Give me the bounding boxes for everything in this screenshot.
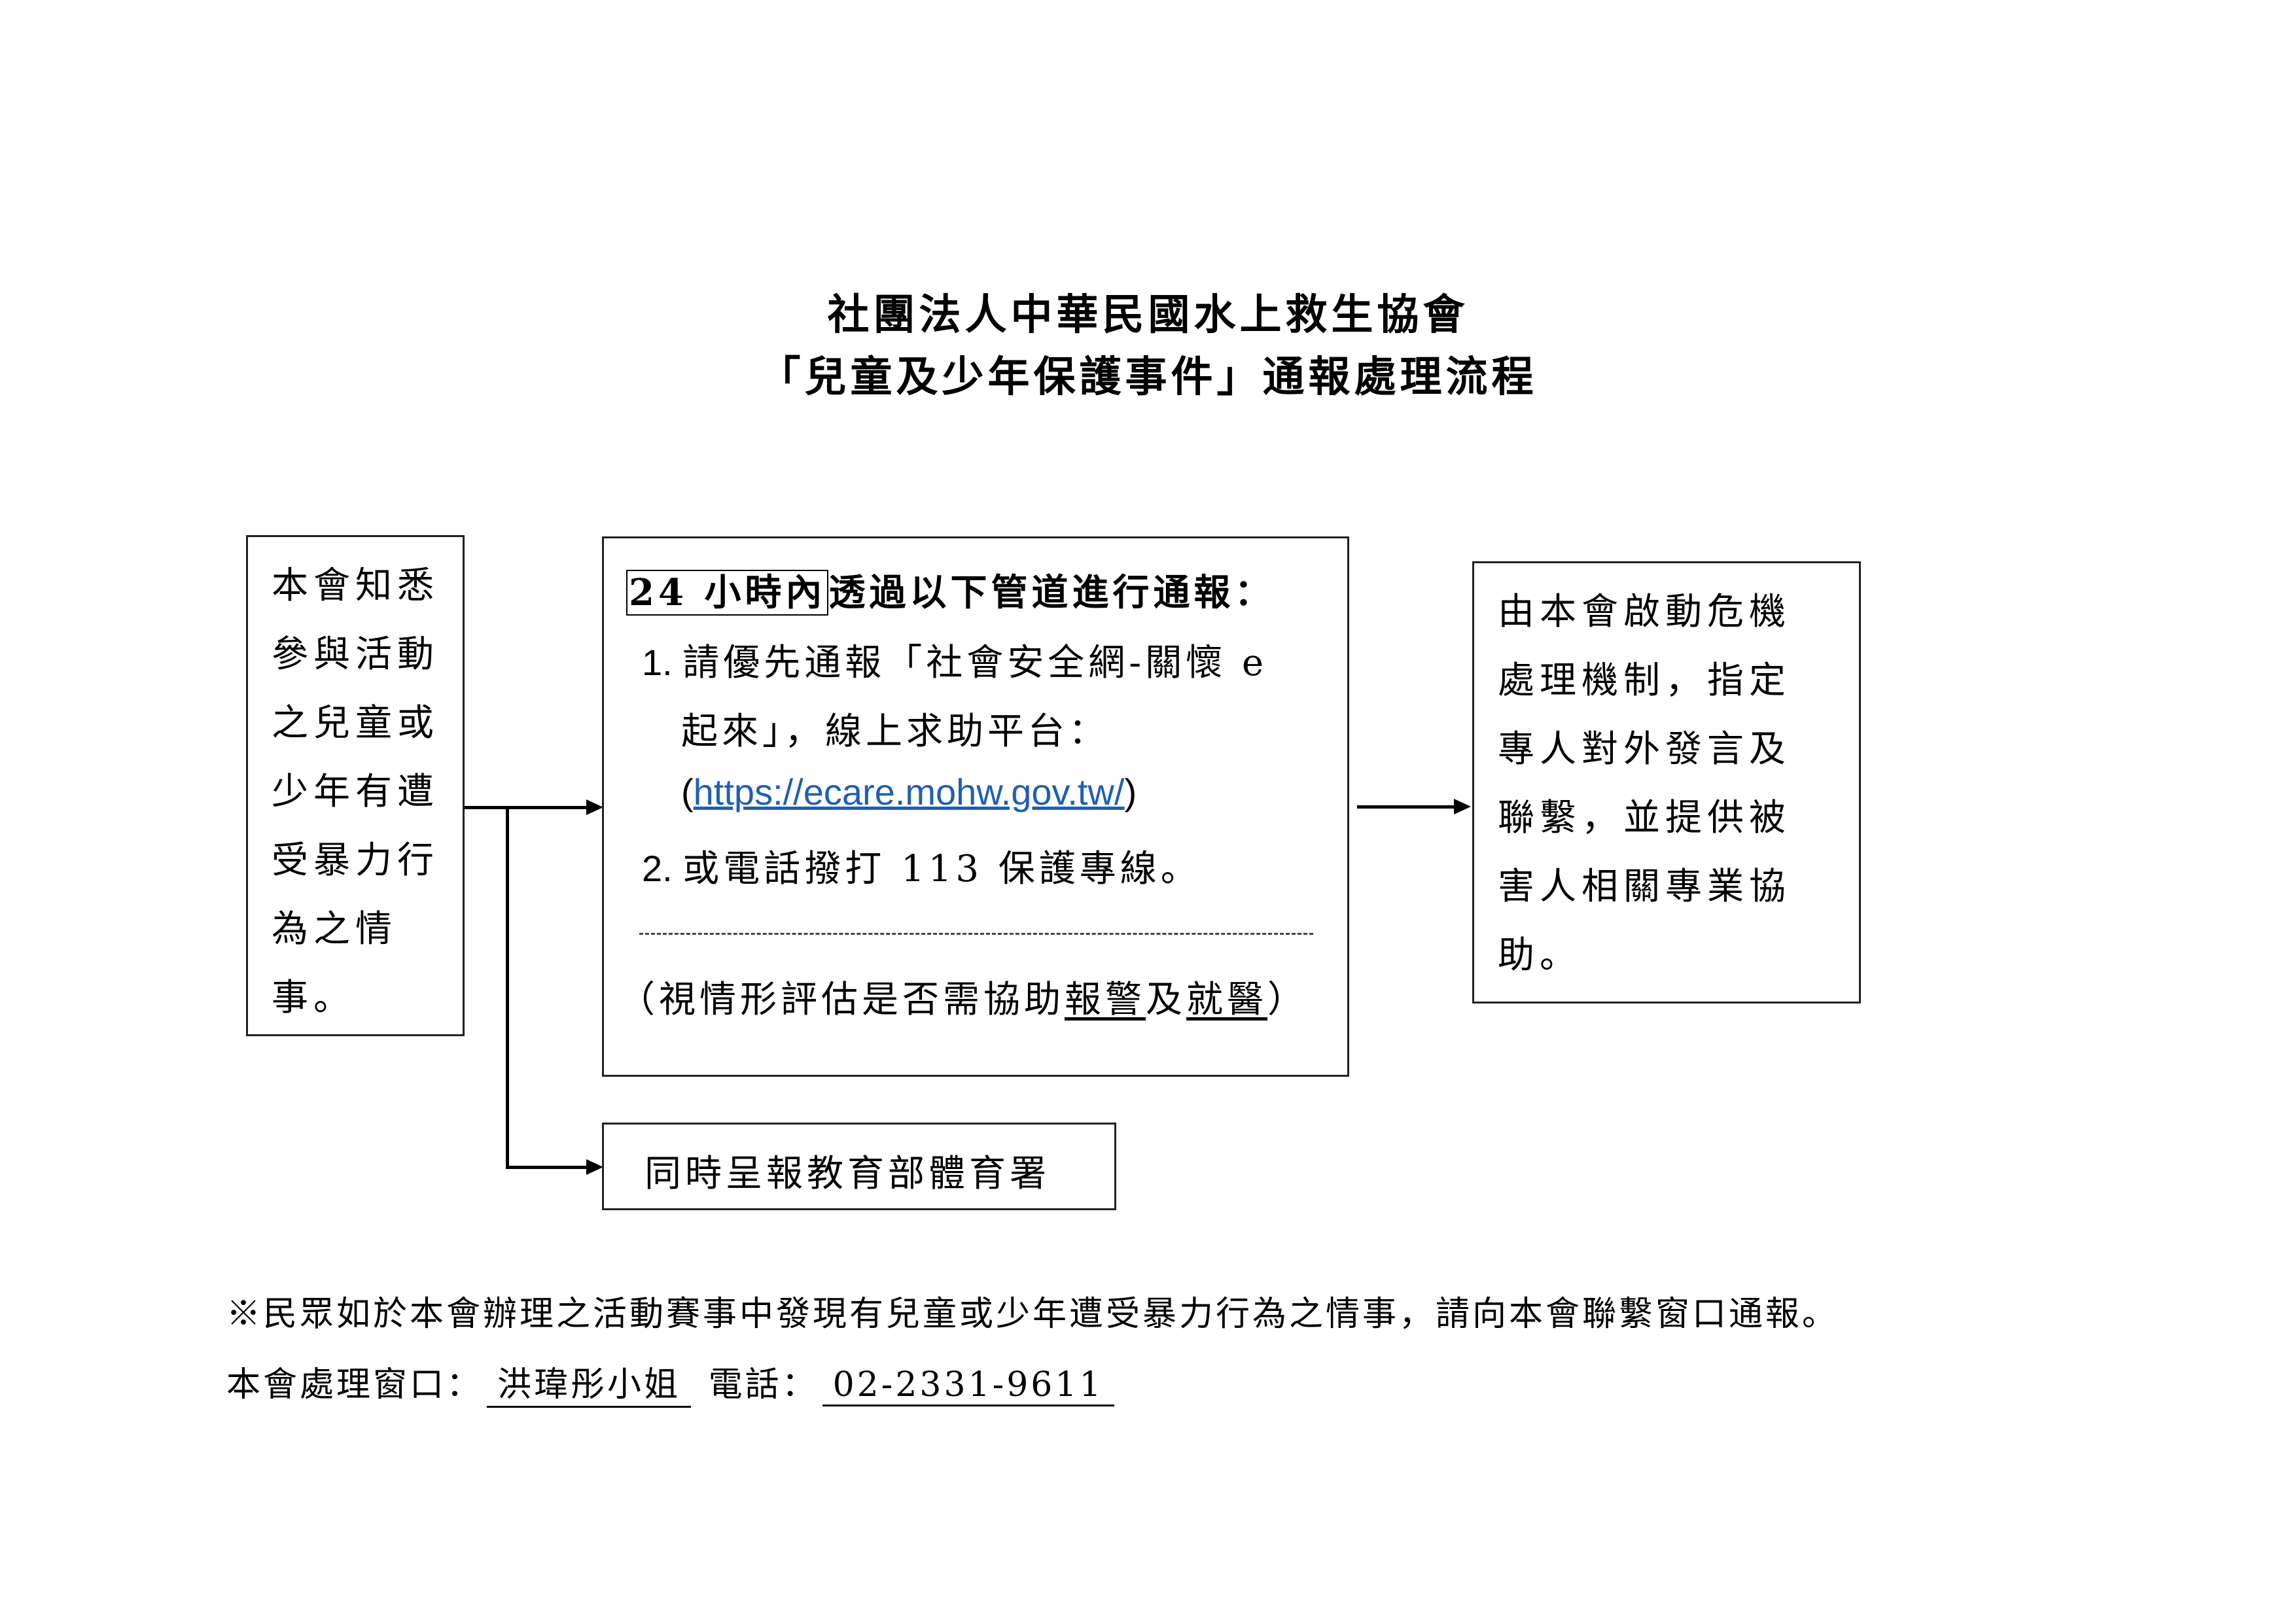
right-box-text: 由本會啟動危機 處理機制，指定 專人對外發言及 聯繫，並提供被 害人相關專業協 …: [1498, 578, 1791, 990]
arrow-left-to-center-head: [586, 799, 603, 815]
right-line-3: 專人對外發言及: [1498, 728, 1791, 771]
arrow-center-to-right-line: [1357, 805, 1457, 809]
arrow-left-to-center-line: [465, 806, 589, 809]
step-1-link-line: (https://ecare.mohw.gov.tw/): [681, 771, 1137, 812]
page-title-line1: 社團法人中華民國水上救生協會: [827, 290, 1469, 340]
contact-label: 本會處理窗口：: [226, 1365, 484, 1405]
dashed-divider: [639, 933, 1313, 935]
left-line-3: 之兒童或: [272, 702, 439, 744]
left-line-2: 參與活動: [272, 633, 439, 676]
arrow-branch-horizontal-line: [506, 1166, 590, 1169]
arrow-branch-head: [586, 1159, 603, 1175]
center-box: 24 小時內透過以下管道進行通報： 1. 請優先通報「社會安全網-關懷 e 起來…: [602, 536, 1349, 1077]
step-1-line-2: 起來」，線上求助平台：: [681, 710, 1109, 753]
right-line-4: 聯繫，並提供被: [1498, 797, 1791, 839]
contact-name: 洪瑋彤小姐: [487, 1357, 692, 1408]
bottom-box-text: 同時呈報教育部體育署: [645, 1153, 1050, 1195]
time-limit-highlight: 24 小時內: [626, 570, 829, 616]
bottom-box: 同時呈報教育部體育署: [602, 1123, 1116, 1210]
left-box-text: 本會知悉 參與活動 之兒童或 少年有遭 受暴力行 為之情 事。: [272, 551, 439, 1032]
page-title-line2: 「兒童及少年保護事件」通報處理流程: [758, 353, 1538, 402]
step-2: 2. 或電話撥打 113 保護專線。: [642, 848, 1201, 890]
report-police-text: 報警: [1065, 979, 1146, 1021]
left-line-5: 受暴力行: [272, 839, 439, 882]
left-box: 本會知悉 參與活動 之兒童或 少年有遭 受暴力行 為之情 事。: [246, 535, 465, 1036]
footer-note: ※民眾如於本會辦理之活動賽事中發現有兒童或少年遭受暴力行為之情事，請向本會聯繫窗…: [226, 1295, 1839, 1334]
center-heading-rest: 透過以下管道進行通報：: [828, 571, 1275, 614]
center-heading: 24 小時內透過以下管道進行通報：: [626, 563, 1275, 616]
step-1-line-1: 1. 請優先通報「社會安全網-關懷 e: [642, 642, 1268, 684]
arrow-branch-vertical-line: [506, 806, 509, 1169]
right-box: 由本會啟動危機 處理機制，指定 專人對外發言及 聯繫，並提供被 害人相關專業協 …: [1472, 561, 1861, 1003]
arrow-center-to-right-head: [1454, 799, 1471, 814]
left-line-7: 事。: [272, 977, 355, 1019]
left-line-4: 少年有遭: [272, 771, 439, 813]
assessment-note: （視情形評估是否需協助報警及就醫）: [618, 979, 1308, 1021]
right-line-2: 處理機制，指定: [1498, 659, 1791, 702]
right-line-5: 害人相關專業協: [1498, 865, 1791, 908]
phone-label: 電話：: [708, 1365, 819, 1405]
left-line-6: 為之情: [272, 908, 397, 951]
right-line-6: 助。: [1498, 934, 1581, 977]
ecare-link[interactable]: https://ecare.mohw.gov.tw/: [693, 771, 1125, 812]
right-line-1: 由本會啟動危機: [1498, 591, 1791, 633]
left-line-1: 本會知悉: [272, 565, 439, 607]
contact-phone: 02-2331-9611: [822, 1365, 1114, 1406]
seek-medical-text: 就醫: [1186, 979, 1267, 1021]
footer-contact: 本會處理窗口：洪瑋彤小姐 電話：02-2331-9611: [226, 1357, 1118, 1408]
